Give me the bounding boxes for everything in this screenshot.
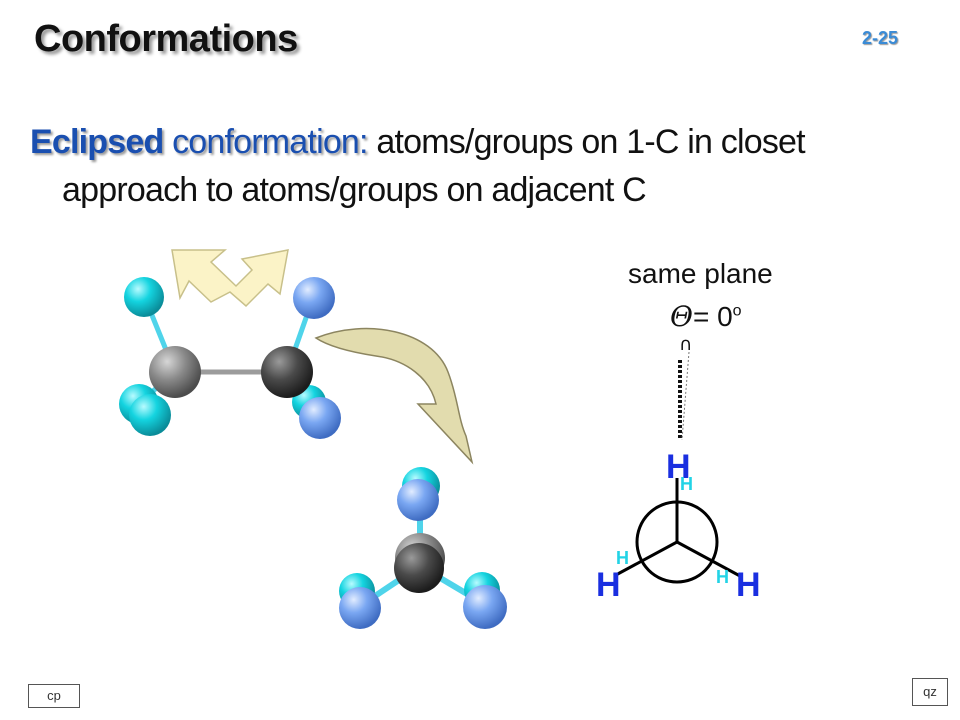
definition-text-line1: atoms/groups on 1-C in closet bbox=[367, 123, 805, 161]
same-plane-label: same plane bbox=[628, 258, 773, 289]
back-h-right: H bbox=[716, 567, 729, 587]
back-h-top: H bbox=[680, 474, 693, 494]
back-h-left: H bbox=[616, 548, 629, 568]
theta-symbol: Θ bbox=[670, 300, 693, 333]
slide-number: 2-25 bbox=[862, 28, 899, 48]
front-h-left: H bbox=[596, 566, 621, 604]
slide-title: Conformations bbox=[34, 18, 298, 60]
front-h-right: H bbox=[736, 566, 761, 604]
definition-term-bold: Eclipsed bbox=[30, 123, 164, 161]
qz-button[interactable]: qz bbox=[912, 678, 948, 706]
hydrogen-atom bbox=[299, 397, 341, 439]
definition-text-line2: approach to atoms/groups on adjacent C bbox=[62, 171, 647, 209]
hydrogen-atom bbox=[129, 394, 171, 436]
carbon-atom bbox=[394, 543, 444, 593]
hydrogen-atom bbox=[293, 277, 335, 319]
angle-value: = 0 bbox=[692, 301, 733, 332]
cap-glyph: ∩ bbox=[679, 334, 693, 355]
definition-paragraph: Eclipsed conformation: atoms/groups on 1… bbox=[30, 118, 910, 214]
cp-button[interactable]: cp bbox=[28, 684, 80, 708]
front-h-top: H bbox=[666, 448, 691, 486]
carbon-atom bbox=[261, 346, 313, 398]
definition-term-rest: conformation: bbox=[172, 123, 368, 161]
degree-mark: o bbox=[732, 302, 742, 320]
carbon-atom bbox=[149, 346, 201, 398]
curved-arrow-icon bbox=[314, 327, 474, 465]
hydrogen-atom bbox=[339, 587, 381, 629]
dihedral-line-back bbox=[681, 351, 690, 441]
end-on-molecule bbox=[339, 467, 507, 629]
front-bond bbox=[613, 540, 678, 578]
dihedral-angle: Θ= 0o bbox=[670, 300, 742, 333]
hydrogen-atom bbox=[463, 585, 507, 629]
newman-projection: H H H H H H bbox=[596, 448, 761, 604]
hydrogen-atom bbox=[124, 277, 164, 317]
hydrogen-atom bbox=[397, 479, 439, 521]
front-bond bbox=[676, 540, 741, 578]
double-arrow-icon bbox=[171, 249, 289, 308]
sawhorse-molecule bbox=[119, 277, 341, 439]
